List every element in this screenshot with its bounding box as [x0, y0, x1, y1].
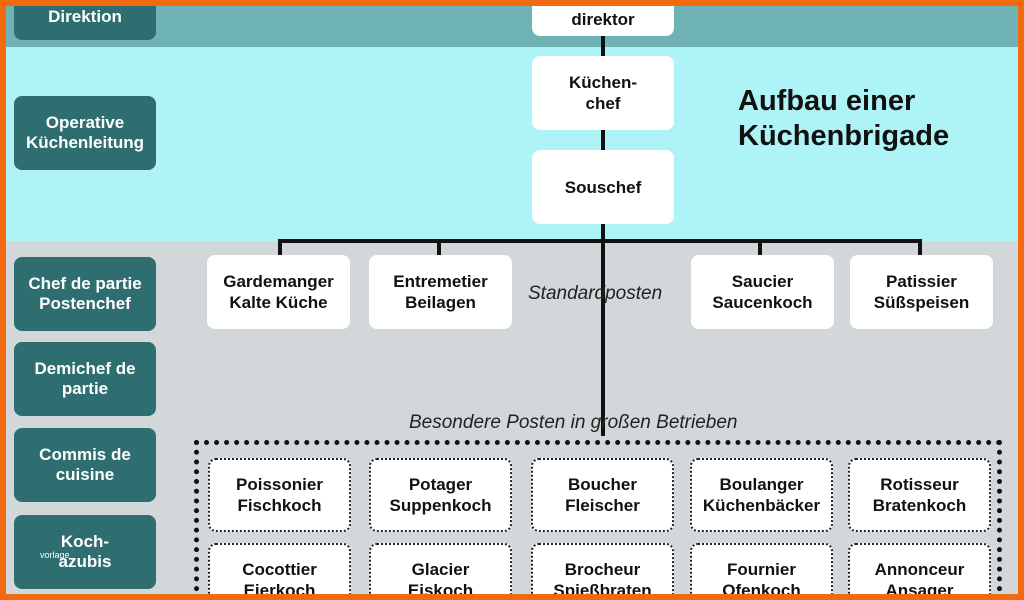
post-label: Gardemanger	[223, 272, 334, 291]
level-label: Chef de partie	[28, 274, 142, 293]
post-label: Poissonier	[236, 475, 323, 494]
post-label: Boulanger	[719, 475, 804, 494]
connector-souschef-trunk	[601, 224, 605, 436]
band-posts	[6, 241, 1018, 594]
post-label: Cocottier	[242, 560, 317, 579]
connector-director-chef	[601, 34, 605, 58]
post-label: Saucier	[731, 272, 794, 291]
level-label: Demichef de	[34, 359, 136, 378]
node-direktor: direktor	[532, 6, 674, 36]
page-title: Aufbau einer Küchenbrigade	[738, 84, 949, 154]
post-label: Potager	[408, 475, 473, 494]
connector-tick-1	[278, 239, 282, 256]
title-line-1: Aufbau einer	[738, 85, 916, 117]
post-label: Ofenkoch	[722, 581, 801, 594]
post-label: Entremetier	[393, 272, 488, 291]
post-label: Eierkoch	[243, 581, 316, 594]
post-label: Eiskoch	[407, 581, 474, 594]
post-label: Fournier	[727, 560, 796, 579]
post-label: Patissier	[886, 272, 957, 291]
post-label: Brocheur	[564, 560, 641, 579]
standard-posts-label: Standardposten	[528, 283, 663, 304]
node-souschef: Souschef	[532, 150, 674, 224]
level-label: Commis de	[39, 445, 131, 464]
level-label: Direktion	[48, 7, 122, 26]
connector-chef-souschef	[601, 130, 605, 152]
connector-tick-2	[437, 239, 441, 256]
level-label: Küchenleitung	[25, 133, 145, 152]
level-label: azubis	[58, 552, 112, 571]
post-label: Süßspeisen	[873, 293, 970, 312]
level-direktion: Direktion	[14, 6, 156, 40]
connector-tick-4	[918, 239, 922, 256]
level-label: partie	[61, 379, 109, 398]
node-kuechenchef: Küchen-chef	[532, 56, 674, 130]
post-label: Rotisseur	[880, 475, 959, 494]
post-label: Kalte Küche	[229, 293, 328, 312]
post-label: Glacier	[411, 560, 470, 579]
level-label: Koch-	[60, 532, 110, 551]
node-label: Souschef	[564, 177, 642, 197]
level-label: cuisine	[55, 465, 115, 484]
level-label: Operative	[45, 113, 125, 132]
connector-tick-3	[758, 239, 762, 256]
title-line-2: Küchenbrigade	[738, 120, 950, 152]
post-label: Spießbraten	[553, 581, 652, 594]
post-label: Suppenkoch	[389, 496, 492, 515]
post-label: Annonceur	[874, 560, 965, 579]
post-label: Ansager	[885, 581, 954, 594]
post-label: Küchenbäcker	[702, 496, 821, 515]
special-posts-frame	[194, 440, 1002, 594]
node-label: direktor	[571, 9, 635, 29]
level-azubis: Koch-azubis	[14, 515, 156, 589]
post-label: Fischkoch	[237, 496, 322, 515]
post-label: Fleischer	[565, 496, 640, 515]
band-operative	[6, 47, 1018, 241]
level-label: Postenchef	[39, 294, 131, 313]
band-direction	[6, 6, 1018, 47]
connector-standard-bar	[278, 239, 922, 243]
node-label: chef	[585, 94, 621, 113]
node-label: Küchen-	[569, 73, 637, 92]
post-label: Saucenkoch	[712, 293, 813, 312]
post-label: Boucher	[568, 475, 637, 494]
watermark: vorlage	[40, 550, 70, 560]
post-label: Bratenkoch	[872, 496, 967, 515]
post-label: Beilagen	[405, 293, 476, 312]
special-posts-label: Besondere Posten in großen Betrieben	[409, 412, 738, 433]
